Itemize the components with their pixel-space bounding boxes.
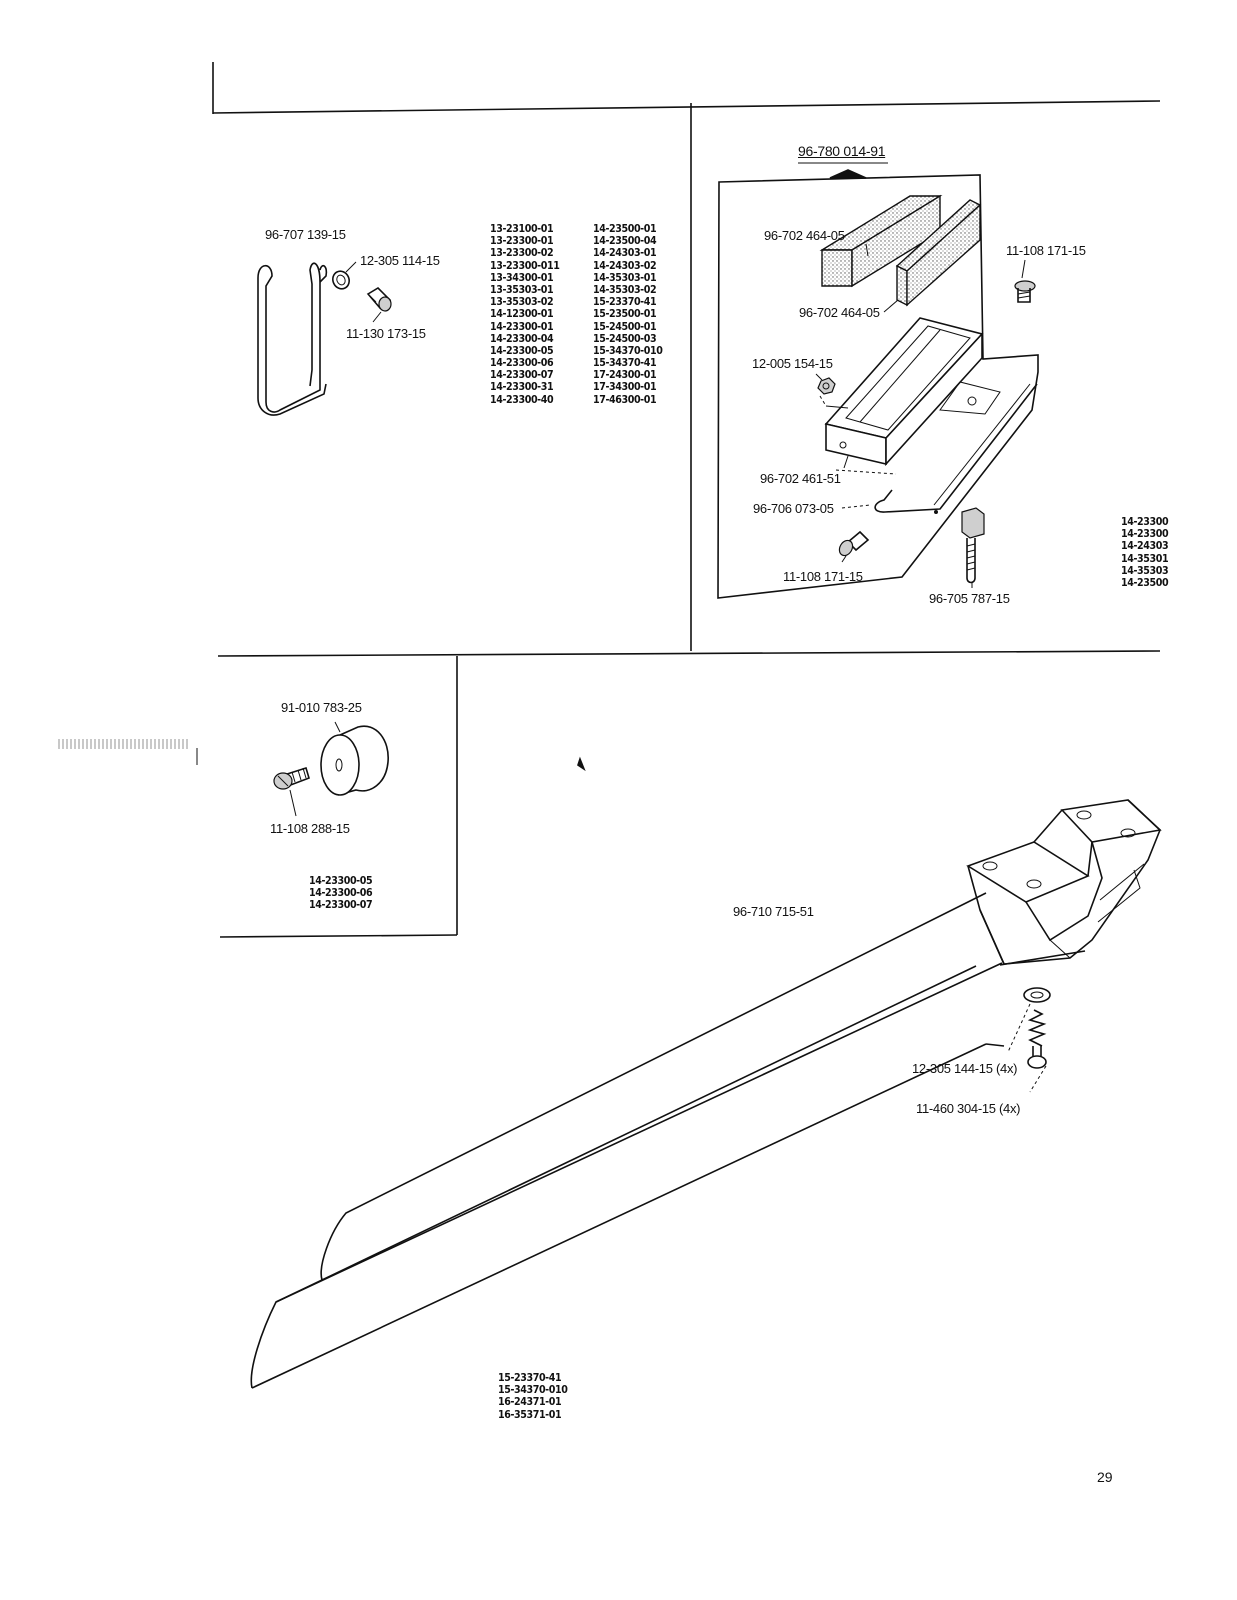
page-number: 29 xyxy=(1097,1469,1113,1485)
wood-screw xyxy=(1027,1009,1047,1069)
screw-small xyxy=(366,286,392,312)
model-code: 14-23300-40 xyxy=(490,393,554,406)
arrow-mark xyxy=(577,756,586,772)
model-code: 13-35303-02 xyxy=(490,296,554,309)
model-code: 14-23300-05 xyxy=(309,875,373,887)
rail-housing xyxy=(966,799,1162,965)
knob-label: 91-010 783-25 xyxy=(281,700,362,715)
leader-line xyxy=(372,311,382,323)
rail-label: 96-710 715-51 xyxy=(733,904,814,919)
wire-part xyxy=(874,383,1038,514)
model-code: 14-23300-07 xyxy=(309,899,373,912)
screw-bottom-label: 11-108 171-15 xyxy=(783,569,863,584)
model-code: 13-35303-01 xyxy=(490,283,554,296)
model-code: 14-23300-05 xyxy=(490,344,554,357)
model-code: 17-34300-01 xyxy=(593,381,657,394)
model-code: 14-23500 xyxy=(1121,576,1169,589)
model-code: 16-35371-01 xyxy=(498,1408,562,1421)
model-code: 15-34370-41 xyxy=(593,357,657,370)
tray-label: 96-702 461-51 xyxy=(760,471,841,486)
model-code: 15-23370-41 xyxy=(593,296,657,309)
assembly-outline xyxy=(717,162,1039,599)
model-code: 14-35301 xyxy=(1121,552,1169,565)
standoff xyxy=(961,507,985,584)
model-code: 14-35303 xyxy=(1121,564,1169,577)
felt-upper-label: 96-702 464-05 xyxy=(764,228,845,243)
model-code: 14-24303 xyxy=(1121,540,1169,553)
model-code: 13-23100-01 xyxy=(490,223,554,235)
leader-lines-rail xyxy=(1007,1003,1047,1093)
model-code: 13-23300-01 xyxy=(490,235,554,248)
model-code: 15-34370-010 xyxy=(498,1384,568,1397)
screw-knob xyxy=(273,766,310,817)
scan-smudge xyxy=(58,739,188,749)
model-code: 14-23300-06 xyxy=(309,887,373,900)
model-code: 14-24303-01 xyxy=(593,247,657,260)
model-code: 15-24500-03 xyxy=(593,332,657,345)
washer-label: 12-305 114-15 xyxy=(360,253,440,268)
frame-lines xyxy=(196,62,1161,938)
model-code: 15-34370-010 xyxy=(593,344,663,357)
model-code: 15-23370-41 xyxy=(498,1372,562,1384)
rail-part xyxy=(250,892,1086,1389)
screw-top-label: 11-108 171-15 xyxy=(1006,243,1086,258)
washer-large xyxy=(1023,987,1051,1003)
nut xyxy=(817,377,836,395)
standoff-label: 96-705 787-15 xyxy=(929,591,1010,606)
wire-label: 96-706 073-05 xyxy=(753,501,834,516)
model-code: 15-24500-01 xyxy=(593,320,657,333)
model-code: 17-46300-01 xyxy=(593,393,657,406)
model-code: 14-23300-01 xyxy=(490,320,554,333)
felt-lower-label: 96-702 464-05 xyxy=(799,305,880,320)
felt-pad-upper xyxy=(819,194,943,288)
model-code: 13-23300-02 xyxy=(490,247,554,260)
knob-part xyxy=(320,721,389,796)
bracket-label: 96-707 139-15 xyxy=(265,227,346,242)
model-code: 16-24371-01 xyxy=(498,1396,562,1409)
model-code: 14-23300-06 xyxy=(490,357,554,370)
model-code: 14-23300-31 xyxy=(490,381,554,394)
model-code: 14-23500-04 xyxy=(593,235,657,248)
felt-pad-lower xyxy=(895,199,982,307)
felt-tray xyxy=(824,317,1001,467)
screw-knob-label: 11-108 288-15 xyxy=(270,821,350,836)
assembly-label: 96-780 014-91 xyxy=(798,143,886,159)
model-code: 13-34300-01 xyxy=(490,271,554,284)
screw-label: 11-130 173-15 xyxy=(346,326,426,341)
screw-top xyxy=(1014,280,1036,303)
model-code: 14-23300 xyxy=(1121,516,1169,528)
model-code: 13-23300-011 xyxy=(490,259,560,272)
leader-line xyxy=(345,261,357,273)
model-code: 14-23300-07 xyxy=(490,369,554,382)
nut-label: 12-005 154-15 xyxy=(752,356,833,371)
model-code: 15-23500-01 xyxy=(593,308,657,321)
model-code: 14-23500-01 xyxy=(593,223,657,235)
model-code: 14-35303-01 xyxy=(593,271,657,284)
leader-lines-assembly xyxy=(815,243,1026,588)
screw-bottom xyxy=(838,530,870,557)
bracket-part xyxy=(257,262,328,416)
washer-small xyxy=(332,270,350,290)
model-code: 14-12300-01 xyxy=(490,308,554,321)
washer-large-label: 12-305 144-15 (4x) xyxy=(912,1061,1018,1076)
wood-screw-label: 11-460 304-15 (4x) xyxy=(916,1101,1021,1116)
model-code: 14-35303-02 xyxy=(593,283,657,296)
model-code: 14-23300 xyxy=(1121,528,1169,541)
model-code: 14-23300-04 xyxy=(490,332,554,345)
model-code: 14-24303-02 xyxy=(593,259,657,272)
model-code: 17-24300-01 xyxy=(593,369,657,382)
